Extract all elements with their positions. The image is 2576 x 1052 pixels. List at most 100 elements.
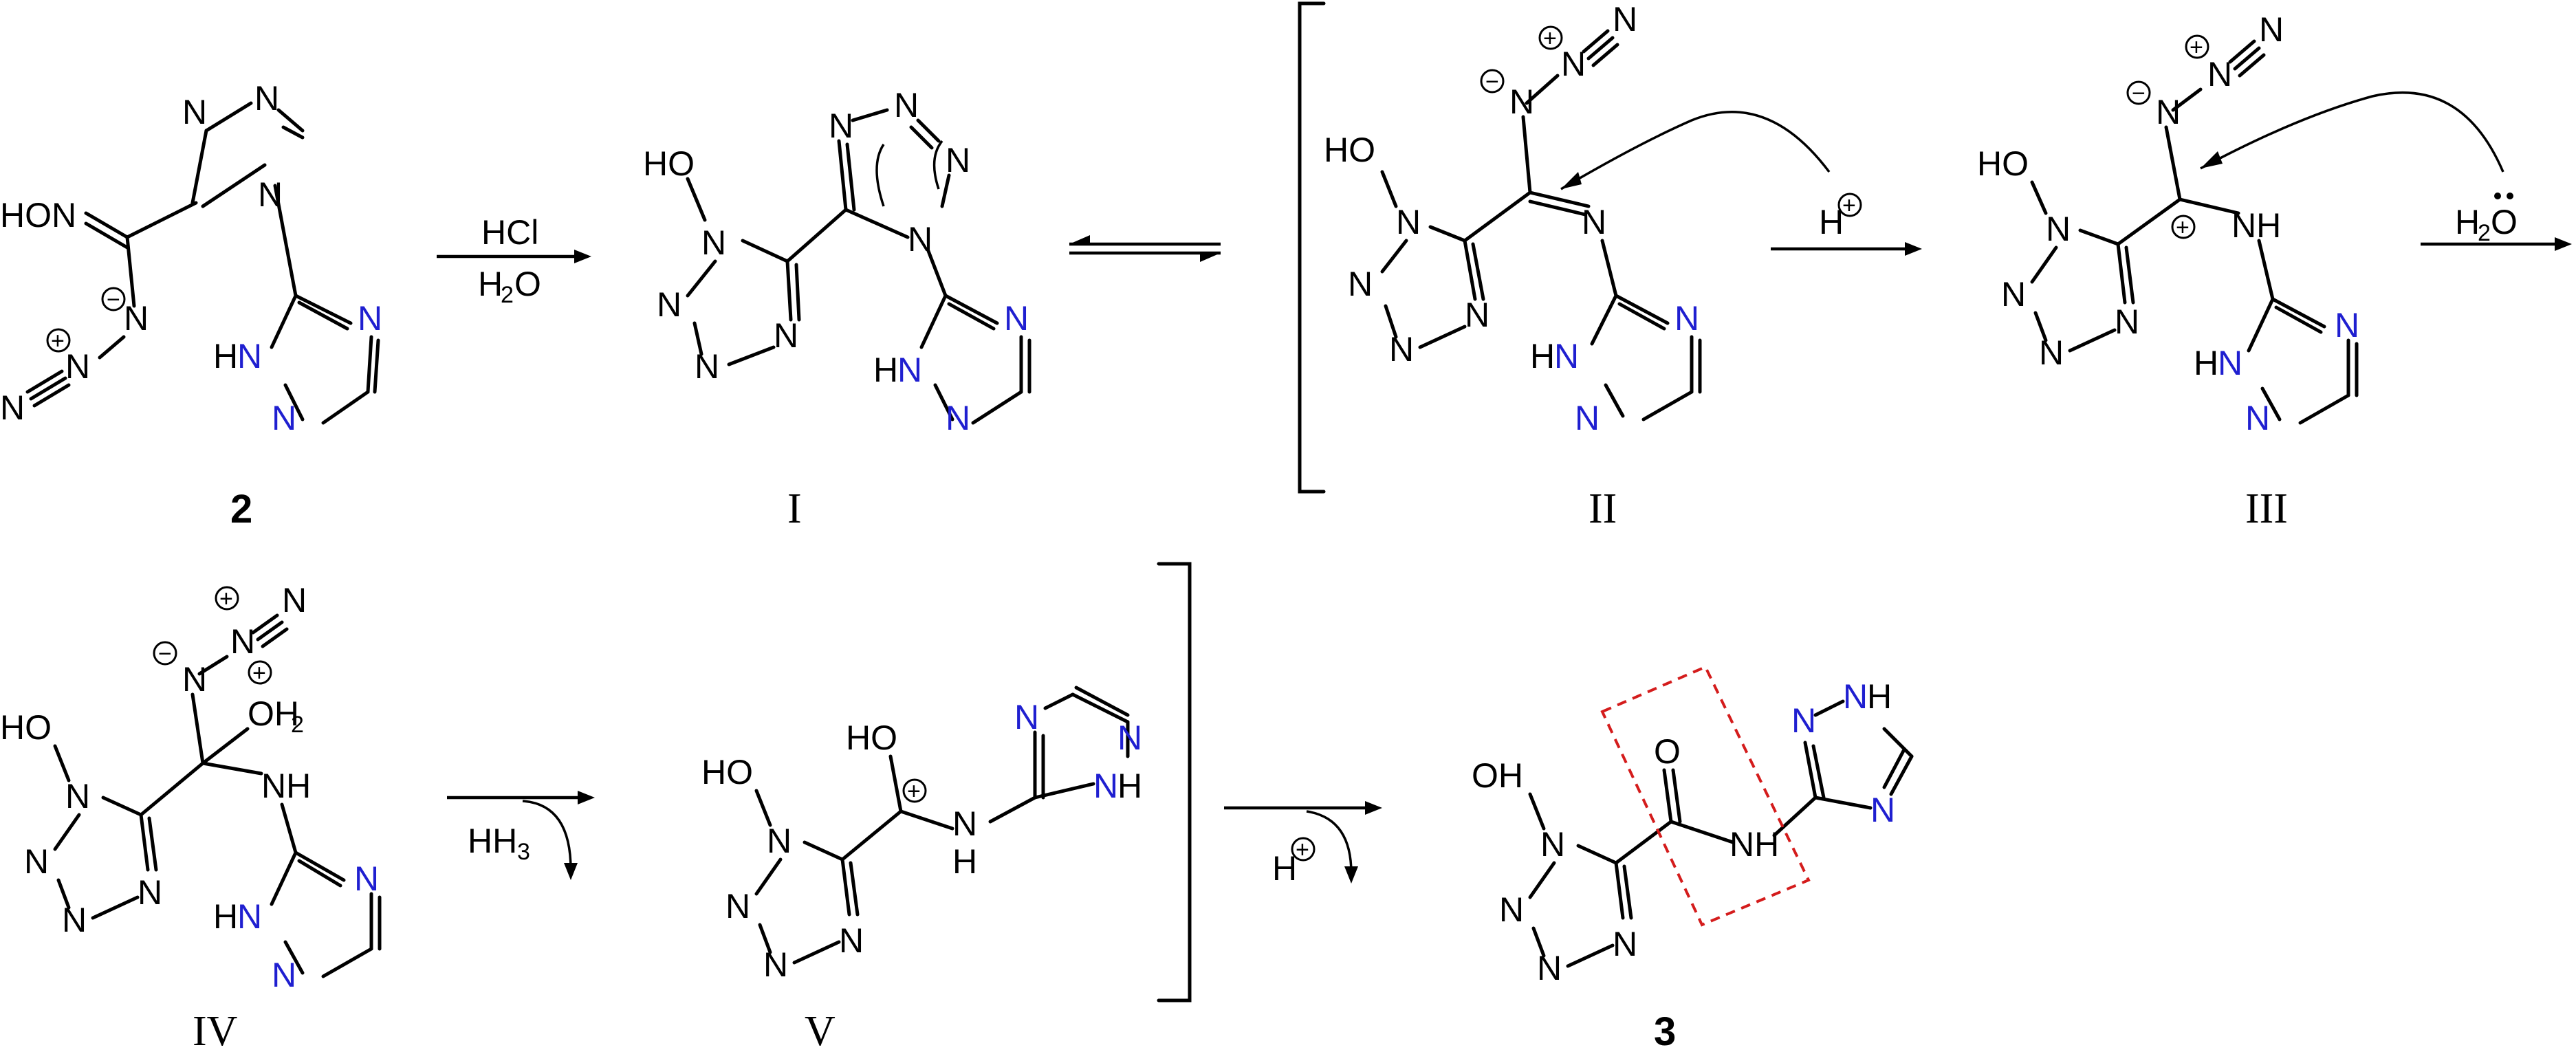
lone-pair-dot bbox=[2507, 193, 2513, 199]
atom-n-blue: N bbox=[358, 299, 382, 338]
atom-n-blue: N bbox=[1014, 698, 1039, 736]
amide-highlight-box bbox=[1600, 665, 1811, 927]
lone-pair-dot bbox=[2494, 193, 2501, 199]
atom-n-blue: N bbox=[272, 399, 296, 437]
atom-n: N bbox=[1537, 949, 1562, 987]
plus-charge-icon bbox=[1837, 193, 1862, 217]
charge-symbol: + bbox=[907, 778, 921, 804]
arrowhead-icon bbox=[1365, 801, 1382, 815]
charge-symbol: + bbox=[1842, 193, 1856, 219]
reagent-label: O bbox=[2491, 203, 2518, 241]
charge-symbol: − bbox=[1485, 69, 1499, 95]
arrowhead-icon bbox=[1344, 866, 1358, 884]
atom-n: N bbox=[1499, 890, 1524, 929]
atom-n: N bbox=[2046, 210, 2071, 248]
atom-h: H bbox=[1867, 677, 1892, 716]
atom-ho: HO bbox=[1324, 131, 1375, 169]
atom-n: N bbox=[908, 220, 932, 259]
intermediate-2-structure bbox=[1380, 29, 1702, 421]
atom-n: N bbox=[230, 622, 255, 661]
intermediate-1-structure bbox=[686, 108, 1032, 425]
atom-n: N bbox=[2039, 333, 2064, 372]
arrowhead-icon bbox=[2555, 237, 2572, 251]
atom-n: N bbox=[1540, 825, 1565, 864]
atom-n-blue: N bbox=[237, 337, 262, 375]
compound-label: II bbox=[1589, 485, 1617, 532]
atom-n-blue: N bbox=[1674, 299, 1699, 338]
charge-symbol: + bbox=[1543, 25, 1557, 52]
atom-n-blue: N bbox=[1791, 701, 1816, 740]
compound-3-structure bbox=[1528, 699, 1914, 968]
atom-subscript: 2 bbox=[291, 712, 304, 738]
charge-symbol: − bbox=[107, 287, 120, 313]
atom-n: N bbox=[1561, 45, 1586, 83]
atom-h: H bbox=[213, 337, 238, 375]
atom-n: N bbox=[2115, 303, 2139, 341]
atom-n: N bbox=[1396, 203, 1421, 241]
minus-charge-icon bbox=[2126, 80, 2151, 105]
atom-n-blue: N bbox=[1554, 337, 1579, 375]
atom-ho: HO bbox=[1977, 144, 2029, 183]
atom-n: N bbox=[282, 581, 307, 620]
atom-n: N bbox=[182, 93, 207, 131]
atom-h: H bbox=[1530, 337, 1555, 375]
atom-oh2: OH bbox=[248, 694, 299, 733]
atom-o: O bbox=[1654, 732, 1681, 771]
minus-charge-icon bbox=[101, 287, 126, 311]
atom-n: N bbox=[65, 347, 90, 386]
plus-charge-icon bbox=[2185, 34, 2209, 59]
charge-symbol: + bbox=[219, 586, 233, 612]
atom-n: N bbox=[1613, 0, 1637, 39]
atom-n: N bbox=[1465, 296, 1489, 334]
curved-arrow bbox=[522, 800, 572, 870]
charge-symbol: + bbox=[252, 660, 266, 686]
atom-n: N bbox=[725, 887, 750, 925]
reagent-label: H bbox=[2455, 203, 2480, 241]
atom-n: N bbox=[894, 86, 919, 124]
compound-2-structure bbox=[25, 101, 380, 425]
charge-symbol: + bbox=[2190, 34, 2203, 61]
atom-n: N bbox=[952, 804, 977, 843]
atom-hon: HON bbox=[0, 196, 76, 234]
atom-n-blue: N bbox=[2245, 399, 2270, 437]
compound-label: I bbox=[787, 485, 802, 532]
reagent-subscript: 2 bbox=[501, 282, 514, 308]
charge-symbol: + bbox=[1296, 837, 1309, 863]
right-bracket bbox=[1157, 562, 1192, 1002]
intermediate-5-structure bbox=[754, 686, 1130, 965]
reagent-subscript: 2 bbox=[2478, 220, 2491, 246]
atom-n: N bbox=[254, 79, 279, 118]
plus-charge-icon bbox=[1291, 837, 1316, 862]
atom-ho: HO bbox=[643, 144, 695, 183]
atom-n: N bbox=[701, 223, 726, 262]
charge-symbol: − bbox=[158, 641, 172, 667]
compound-label: V bbox=[805, 1008, 836, 1052]
atom-n: N bbox=[182, 660, 207, 699]
atom-n-blue: N bbox=[1843, 677, 1868, 716]
charge-symbol: + bbox=[2176, 215, 2190, 241]
charge-symbol: − bbox=[2132, 80, 2146, 107]
intermediate-4-structure bbox=[53, 613, 382, 978]
curved-arrow bbox=[1306, 810, 1353, 874]
left-bracket bbox=[1298, 1, 1326, 494]
plus-charge-icon bbox=[46, 328, 71, 353]
atom-n: N bbox=[2259, 10, 2284, 49]
atom-n-blue: N bbox=[354, 859, 379, 898]
minus-charge-icon bbox=[153, 641, 177, 666]
atom-n: N bbox=[1582, 203, 1606, 241]
atom-n: N bbox=[774, 316, 798, 355]
curved-arrow bbox=[2200, 91, 2504, 173]
atom-n-blue: N bbox=[946, 399, 970, 437]
atom-n: N bbox=[767, 822, 792, 860]
atom-n-blue: N bbox=[1117, 719, 1142, 757]
plus-charge-icon bbox=[902, 778, 927, 803]
atom-n-blue: N bbox=[237, 897, 262, 936]
atom-nh: NH bbox=[2231, 206, 2281, 245]
intermediate-3-structure bbox=[2030, 39, 2359, 425]
half-arrowhead-icon bbox=[1069, 235, 1090, 244]
arrowhead-icon bbox=[574, 250, 591, 263]
atom-n: N bbox=[695, 347, 719, 386]
atom-oh: OH bbox=[1472, 756, 1523, 795]
atom-n-blue: N bbox=[2335, 306, 2359, 344]
